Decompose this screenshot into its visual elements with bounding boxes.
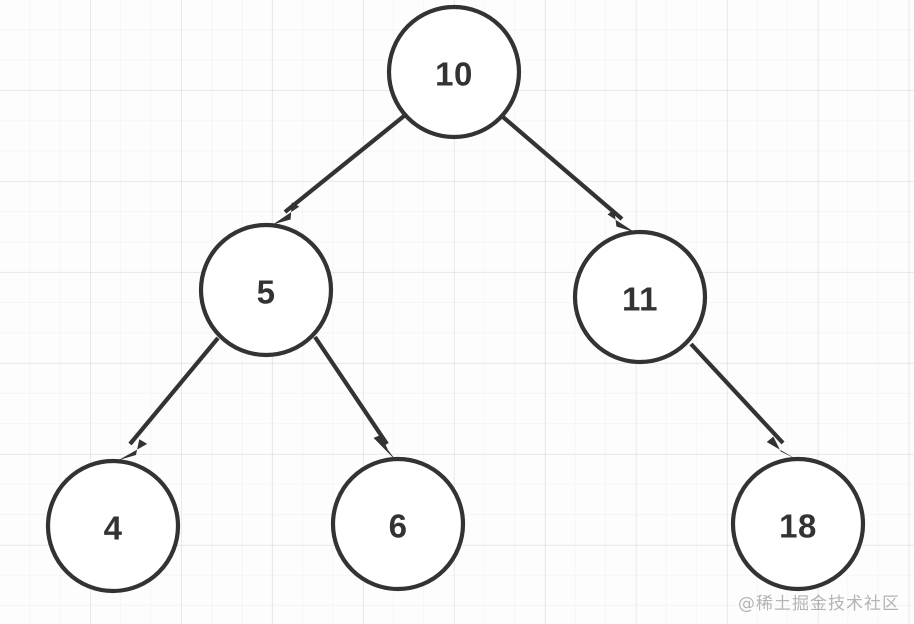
node-circle[interactable] <box>330 456 466 592</box>
tree-node-18[interactable]: 18 <box>730 456 866 592</box>
watermark: @稀土掘金技术社区 <box>738 594 900 614</box>
edge-line <box>283 114 406 214</box>
tree-node-4[interactable]: 4 <box>45 458 181 594</box>
edge-10-to-11 <box>501 115 635 233</box>
node-label: 11 <box>622 281 658 318</box>
tree-node-6[interactable]: 6 <box>330 456 466 592</box>
edge-line <box>313 335 389 446</box>
arrow-head-icon <box>118 439 148 461</box>
node-label: 18 <box>779 508 817 545</box>
node-circle[interactable] <box>730 456 866 592</box>
node-circle[interactable] <box>198 222 334 358</box>
node-label: 6 <box>389 508 408 545</box>
node-circle[interactable] <box>45 458 181 594</box>
edge-line <box>501 115 624 221</box>
tree-node-11[interactable]: 11 <box>572 229 708 365</box>
arrow-head-icon <box>607 209 635 233</box>
node-label: 5 <box>257 274 276 311</box>
edge-5-to-6 <box>313 335 397 462</box>
node-label: 4 <box>104 510 123 547</box>
arrow-head-icon <box>766 436 797 460</box>
tree-node-10[interactable]: 10 <box>386 4 522 140</box>
node-circle[interactable] <box>572 229 708 365</box>
edge-5-to-4 <box>118 336 220 461</box>
node-circle[interactable] <box>386 4 522 140</box>
edge-10-to-5 <box>273 114 406 225</box>
edges-group <box>118 114 797 462</box>
nodes-group: 10 5 11 4 6 18 <box>45 4 866 594</box>
arrow-head-icon <box>273 202 300 225</box>
edge-11-to-18 <box>689 342 797 460</box>
edge-line <box>689 342 785 445</box>
edge-line <box>128 336 220 446</box>
tree-node-5[interactable]: 5 <box>198 222 334 358</box>
node-label: 10 <box>435 56 473 93</box>
arrow-head-icon <box>373 434 397 462</box>
